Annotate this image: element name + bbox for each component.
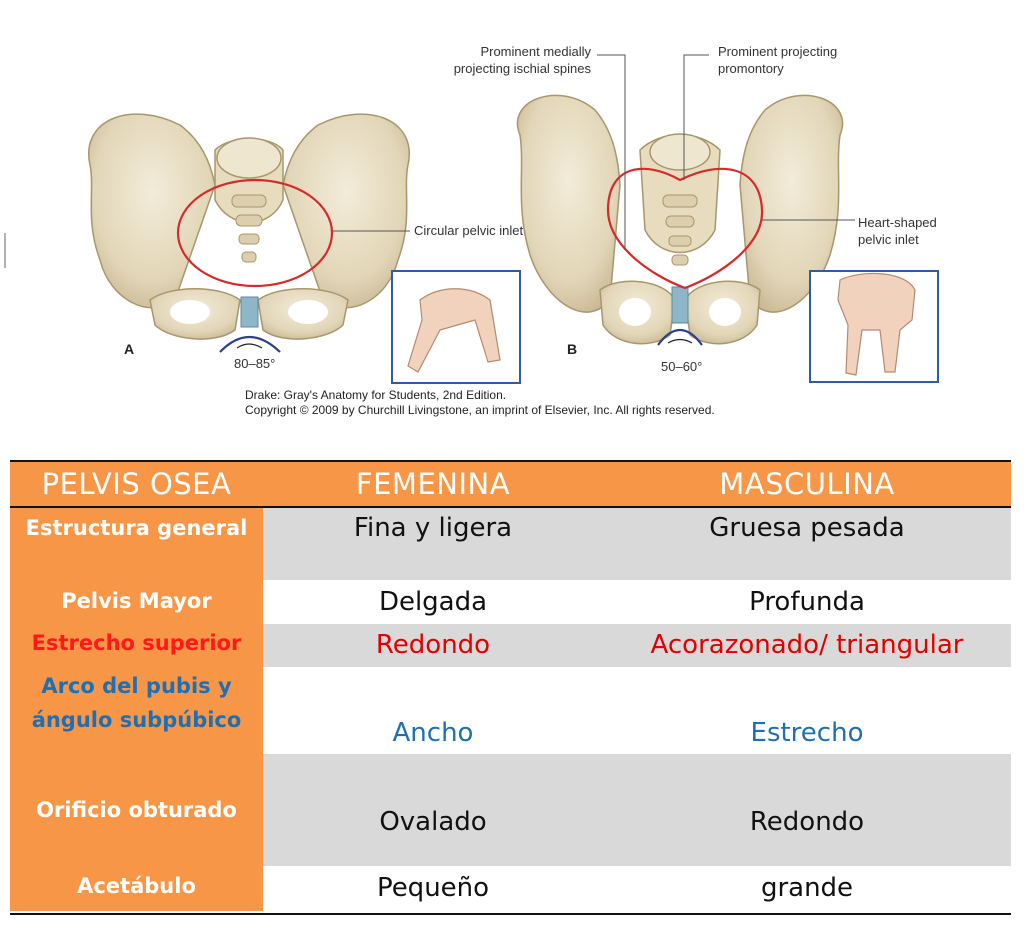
label-panel-b: B bbox=[567, 341, 578, 357]
cell-masculina: Profunda bbox=[749, 587, 865, 617]
table-row: Pelvis Mayor Delgada Profunda bbox=[10, 580, 1011, 624]
credit-line-2: Copyright © 2009 by Churchill Livingston… bbox=[245, 403, 715, 417]
female-pelvis bbox=[87, 113, 411, 353]
male-pelvis bbox=[516, 54, 855, 346]
row-label: Arco del pubis y ángulo subpúbico bbox=[10, 667, 263, 754]
pelvis-illustration bbox=[4, 54, 939, 384]
label-angle-female: 80–85° bbox=[234, 356, 276, 371]
cell-femenina: Ancho bbox=[392, 718, 474, 748]
row-background bbox=[263, 624, 1011, 667]
row-background bbox=[263, 754, 1011, 866]
table-row: Estructura general Fina y ligera Gruesa … bbox=[10, 508, 1011, 580]
row-label: Orificio obturado bbox=[10, 754, 263, 866]
row-label: Pelvis Mayor bbox=[10, 580, 263, 624]
label-panel-a: A bbox=[124, 341, 135, 357]
cell-masculina: Estrecho bbox=[750, 718, 864, 748]
header-femenina: FEMENINA bbox=[355, 467, 511, 501]
cell-masculina: Acorazonado/ triangular bbox=[650, 630, 964, 660]
cell-femenina: Delgada bbox=[378, 587, 488, 617]
label-heart-inlet: Heart-shaped pelvic inlet bbox=[858, 215, 937, 247]
row-label: Estructura general bbox=[10, 508, 263, 580]
cell-femenina: Ovalado bbox=[379, 807, 487, 837]
cell-masculina: Gruesa pesada bbox=[709, 513, 905, 543]
table-row: Orificio obturado Ovalado Redondo bbox=[10, 754, 1011, 866]
label-promontory: Prominent projecting promontory bbox=[718, 44, 838, 76]
cell-masculina: Redondo bbox=[749, 807, 865, 837]
table-row: Acetábulo Pequeño grande bbox=[10, 866, 1011, 911]
label-ischial-spines: Prominent medially projecting ischial sp… bbox=[453, 44, 591, 76]
row-background bbox=[263, 508, 1011, 580]
cell-masculina: grande bbox=[760, 873, 854, 903]
cell-femenina: Redondo bbox=[375, 630, 491, 660]
row-label: Acetábulo bbox=[10, 866, 263, 911]
label-angle-male: 50–60° bbox=[661, 359, 703, 374]
row-label: Estrecho superior bbox=[10, 624, 263, 667]
table-row: Estrecho superior Redondo Acorazonado/ t… bbox=[10, 624, 1011, 667]
header-masculina: MASCULINA bbox=[719, 467, 895, 501]
header-pelvis-osea: PELVIS OSEA bbox=[41, 467, 232, 501]
cell-femenina: Fina y ligera bbox=[353, 513, 513, 543]
figure-credit: Drake: Gray's Anatomy for Students, 2nd … bbox=[245, 388, 715, 418]
cell-femenina: Pequeño bbox=[376, 873, 490, 903]
table-row: Arco del pubis y ángulo subpúbico Ancho … bbox=[10, 667, 1011, 754]
comparison-table: PELVIS OSEA FEMENINA MASCULINA Estructur… bbox=[10, 460, 1011, 915]
pelvis-figure: Prominent medially projecting ischial sp… bbox=[0, 0, 1031, 440]
label-circular-inlet: Circular pelvic inlet bbox=[414, 223, 524, 238]
table-header: PELVIS OSEA FEMENINA MASCULINA bbox=[10, 462, 1011, 508]
credit-line-1: Drake: Gray's Anatomy for Students, 2nd … bbox=[245, 388, 507, 402]
